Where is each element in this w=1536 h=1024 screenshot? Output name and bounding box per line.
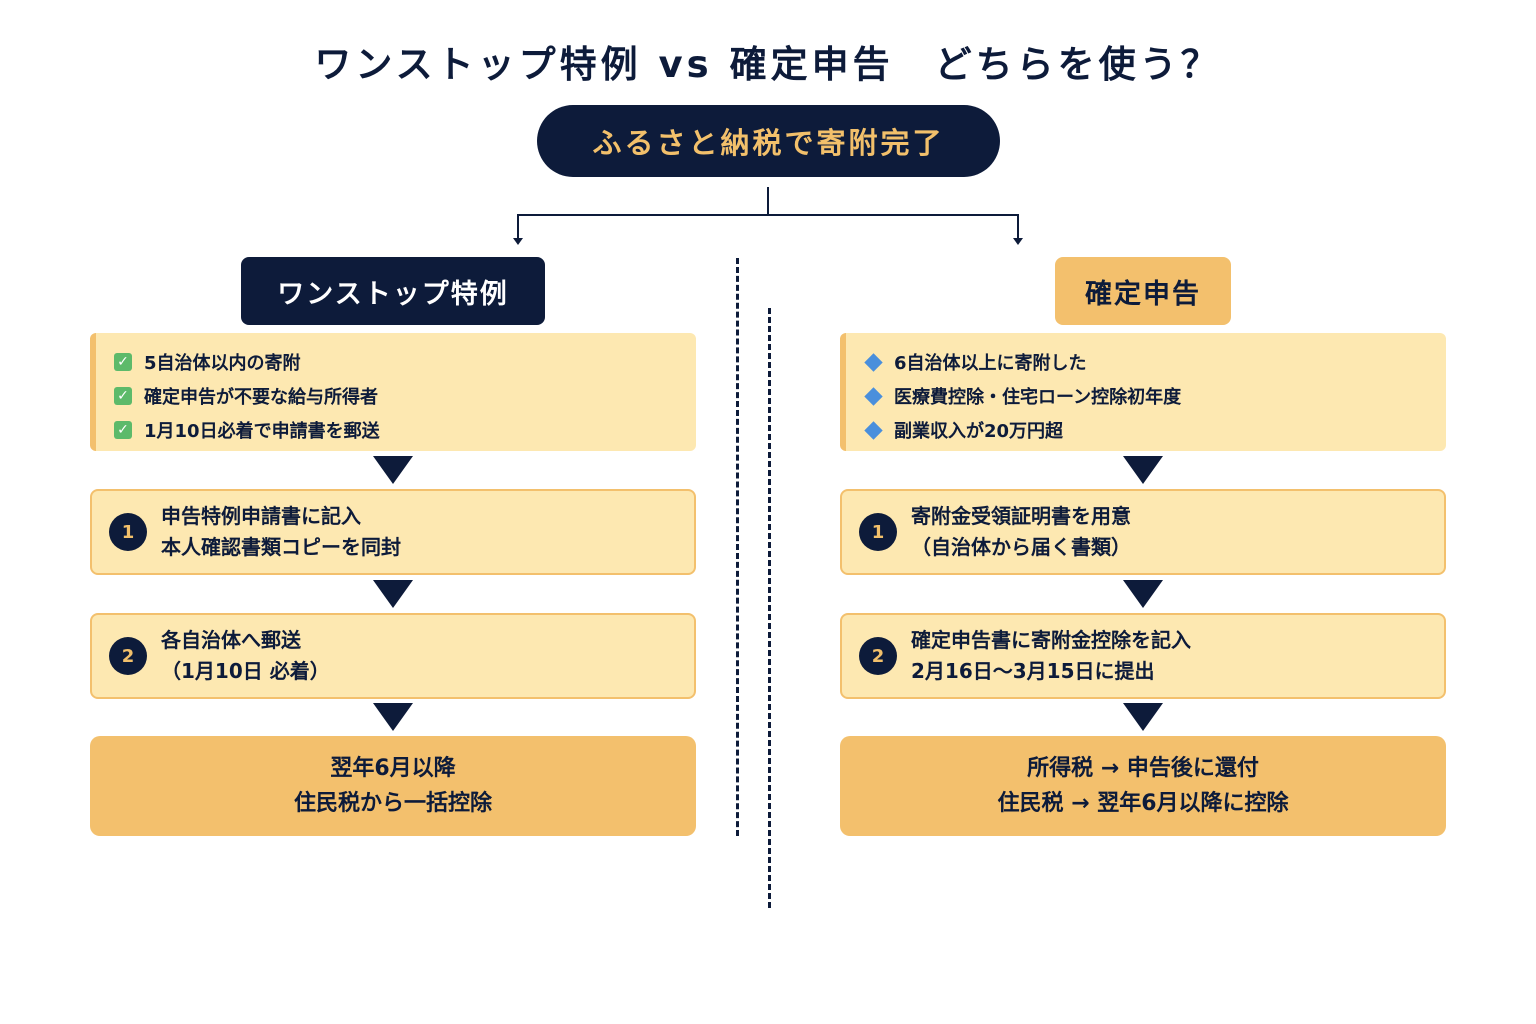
diamond-icon [864,352,883,372]
branch-right-line [1017,214,1019,238]
step-text: 寄附金受領証明書を用意 （自治体から届く書類） [911,501,1131,563]
branch-stem [767,187,769,215]
step-line: （1月10日 必着） [161,659,330,683]
result-line: 住民税 → 翌年6月以降に控除 [997,791,1289,816]
step-number-badge: 2 [109,637,147,675]
step-number-badge: 1 [859,513,897,551]
onestop-heading: ワンストップ特例 [241,257,545,325]
onestop-step-1: 1 申告特例申請書に記入 本人確認書類コピーを同封 [90,489,696,575]
condition-item: 6自治体以上に寄附した [864,345,1446,379]
result-line: 住民税から一括控除 [293,791,492,816]
tax-return-step-2: 2 確定申告書に寄附金控除を記入 2月16日〜3月15日に提出 [840,613,1446,699]
check-icon: ✓ [114,353,132,371]
step-line: 本人確認書類コピーを同封 [161,535,401,559]
condition-text: 6自治体以上に寄附した [894,353,1087,374]
arrow-down-icon [513,238,523,245]
onestop-step-2: 2 各自治体へ郵送 （1月10日 必着） [90,613,696,699]
page-title: ワンストップ特例 vs 確定申告 どちらを使う？ [314,43,1222,86]
condition-text: 医療費控除・住宅ローン控除初年度 [894,387,1182,408]
branch-left-line [517,214,519,238]
arrow-down-icon [373,580,413,608]
step-text: 確定申告書に寄附金控除を記入 2月16日〜3月15日に提出 [911,625,1191,687]
result-line: 所得税 → 申告後に還付 [1027,756,1259,781]
diamond-icon [864,420,883,440]
step-line: 各自治体へ郵送 [161,628,301,652]
step-line: （自治体から届く書類） [911,535,1131,559]
branch-bar [517,214,1019,216]
arrow-down-icon [1123,456,1163,484]
condition-text: 1月10日必着で申請書を郵送 [144,421,380,442]
divider-dashed-line [768,308,771,908]
condition-item: ✓ 確定申告が不要な給与所得者 [114,379,696,413]
tax-return-step-1: 1 寄附金受領証明書を用意 （自治体から届く書類） [840,489,1446,575]
arrow-down-icon [1013,238,1023,245]
check-icon: ✓ [114,421,132,439]
onestop-conditions: ✓ 5自治体以内の寄附 ✓ 確定申告が不要な給与所得者 ✓ 1月10日必着で申請… [90,333,696,451]
step-number-badge: 1 [109,513,147,551]
arrow-down-icon [1123,580,1163,608]
step-line: 申告特例申請書に記入 [161,504,361,528]
step-text: 各自治体へ郵送 （1月10日 必着） [161,625,330,687]
arrow-down-icon [1123,703,1163,731]
step-number-badge: 2 [859,637,897,675]
tax-return-result: 所得税 → 申告後に還付 住民税 → 翌年6月以降に控除 [840,736,1446,836]
condition-text: 副業収入が20万円超 [894,421,1064,442]
check-icon: ✓ [114,387,132,405]
step-text: 申告特例申請書に記入 本人確認書類コピーを同封 [161,501,401,563]
step-line: 寄附金受領証明書を用意 [911,504,1131,528]
condition-text: 5自治体以内の寄附 [144,353,301,374]
divider-dashed-line [736,258,739,836]
arrow-down-icon [373,456,413,484]
step-line: 確定申告書に寄附金控除を記入 [911,628,1191,652]
arrow-down-icon [373,703,413,731]
condition-item: 副業収入が20万円超 [864,413,1446,447]
condition-item: ✓ 5自治体以内の寄附 [114,345,696,379]
condition-item: 医療費控除・住宅ローン控除初年度 [864,379,1446,413]
tax-return-conditions: 6自治体以上に寄附した 医療費控除・住宅ローン控除初年度 副業収入が20万円超 [840,333,1446,451]
result-line: 翌年6月以降 [330,756,456,781]
diamond-icon [864,386,883,406]
condition-text: 確定申告が不要な給与所得者 [144,387,378,408]
tax-return-heading: 確定申告 [1055,257,1231,325]
condition-item: ✓ 1月10日必着で申請書を郵送 [114,413,696,447]
onestop-result: 翌年6月以降 住民税から一括控除 [90,736,696,836]
start-node: ふるさと納税で寄附完了 [537,105,1000,177]
step-line: 2月16日〜3月15日に提出 [911,659,1155,683]
